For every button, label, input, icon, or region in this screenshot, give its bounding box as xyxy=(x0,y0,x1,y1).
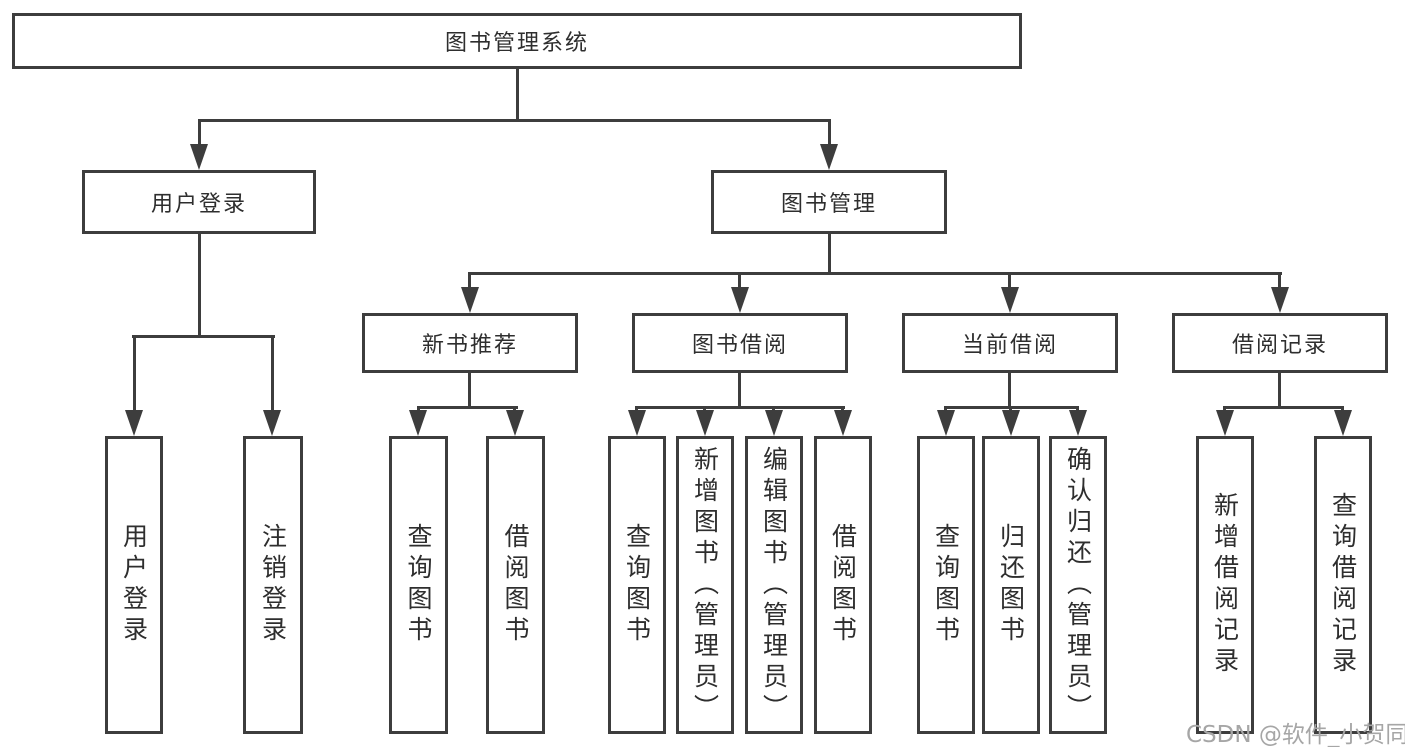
leaf-bookborrow-edit: 编辑图书（管理员） xyxy=(745,436,803,734)
leaf-current-confirm: 确认归还（管理员） xyxy=(1049,436,1107,734)
leaf-records-add-label: 新增借阅记录 xyxy=(1210,492,1240,678)
node-root-label: 图书管理系统 xyxy=(444,31,589,56)
connector-records-trunk xyxy=(1278,373,1281,408)
connector-root-bar xyxy=(198,119,831,122)
leaf-current-query-label: 查询图书 xyxy=(931,523,961,647)
connector-bookmgmt-stub xyxy=(738,272,741,290)
arrow-down-icon xyxy=(1001,287,1019,313)
connector-bookmgmt-stub xyxy=(1278,272,1281,290)
arrow-down-icon xyxy=(263,410,281,436)
leaf-current-return-label: 归还图书 xyxy=(996,523,1026,647)
arrow-down-icon xyxy=(731,287,749,313)
node-new-books-label: 新书推荐 xyxy=(421,333,518,358)
node-user-login-label: 用户登录 xyxy=(150,192,247,217)
leaf-current-confirm-label: 确认归还（管理员） xyxy=(1063,445,1093,725)
connector-currentborrow-trunk xyxy=(1008,373,1011,408)
leaf-records-query: 查询借阅记录 xyxy=(1314,436,1372,734)
arrow-down-icon xyxy=(190,144,208,170)
node-book-borrow-label: 图书借阅 xyxy=(691,333,788,358)
connector-newbooks-bar xyxy=(417,406,518,409)
arrow-down-icon xyxy=(1216,410,1234,436)
connector-newbooks-trunk xyxy=(468,373,471,408)
connector-bookborrow-bar xyxy=(636,406,845,409)
leaf-current-query: 查询图书 xyxy=(917,436,975,734)
leaf-logout: 注销登录 xyxy=(243,436,303,734)
node-user-login: 用户登录 xyxy=(82,170,316,234)
arrow-down-icon xyxy=(1271,287,1289,313)
leaf-user-login-label: 用户登录 xyxy=(119,523,149,647)
leaf-bookborrow-borrow: 借阅图书 xyxy=(814,436,872,734)
csdn-watermark: CSDN @软件_小贺同学 xyxy=(1186,722,1405,747)
node-current-borrow-label: 当前借阅 xyxy=(961,333,1058,358)
arrow-down-icon xyxy=(765,410,783,436)
node-borrow-records: 借阅记录 xyxy=(1172,313,1388,373)
node-book-borrow: 图书借阅 xyxy=(632,313,848,373)
connector-bookborrow-trunk xyxy=(738,373,741,408)
node-borrow-records-label: 借阅记录 xyxy=(1231,333,1328,358)
arrow-down-icon xyxy=(1069,410,1087,436)
leaf-records-add: 新增借阅记录 xyxy=(1196,436,1254,734)
node-book-mgmt: 图书管理 xyxy=(711,170,947,234)
leaf-bookborrow-add: 新增图书（管理员） xyxy=(676,436,734,734)
leaf-newbook-borrow-label: 借阅图书 xyxy=(501,523,530,647)
connector-userlogin-bar xyxy=(132,335,275,338)
arrow-down-icon xyxy=(506,410,524,436)
arrow-down-icon xyxy=(1334,410,1352,436)
connector-userlogin-stub xyxy=(271,335,274,413)
leaf-bookborrow-borrow-label: 借阅图书 xyxy=(828,523,858,647)
arrow-down-icon xyxy=(409,410,427,436)
connector-bookmgmt-trunk xyxy=(828,233,831,274)
leaf-user-login: 用户登录 xyxy=(105,436,163,734)
leaf-bookborrow-query-label: 查询图书 xyxy=(622,523,652,647)
connector-userlogin-stub xyxy=(133,335,136,413)
connector-root-left-stub xyxy=(198,119,201,147)
leaf-newbook-borrow: 借阅图书 xyxy=(486,436,545,734)
arrow-down-icon xyxy=(937,410,955,436)
arrow-down-icon xyxy=(125,410,143,436)
leaf-newbook-query-label: 查询图书 xyxy=(404,523,433,647)
arrow-down-icon xyxy=(696,410,714,436)
node-new-books: 新书推荐 xyxy=(362,313,578,373)
node-current-borrow: 当前借阅 xyxy=(902,313,1118,373)
node-root: 图书管理系统 xyxy=(12,13,1022,69)
connector-bookmgmt-stub xyxy=(1008,272,1011,290)
leaf-records-query-label: 查询借阅记录 xyxy=(1328,492,1358,678)
connector-userlogin-trunk xyxy=(198,233,201,337)
connector-root-right-stub xyxy=(828,119,831,147)
connector-currentborrow-bar xyxy=(945,406,1079,409)
leaf-bookborrow-query: 查询图书 xyxy=(608,436,666,734)
node-book-mgmt-label: 图书管理 xyxy=(780,192,877,217)
connector-bookmgmt-stub xyxy=(468,272,471,290)
leaf-logout-label: 注销登录 xyxy=(258,523,288,647)
arrow-down-icon xyxy=(628,410,646,436)
arrow-down-icon xyxy=(834,410,852,436)
arrow-down-icon xyxy=(820,144,838,170)
arrow-down-icon xyxy=(461,287,479,313)
leaf-newbook-query: 查询图书 xyxy=(389,436,448,734)
leaf-bookborrow-add-label: 新增图书（管理员） xyxy=(690,445,720,725)
arrow-down-icon xyxy=(1002,410,1020,436)
leaf-bookborrow-edit-label: 编辑图书（管理员） xyxy=(759,445,789,725)
connector-root-trunk xyxy=(516,68,519,121)
connector-bookmgmt-bar xyxy=(469,272,1282,275)
leaf-current-return: 归还图书 xyxy=(982,436,1040,734)
connector-records-bar xyxy=(1224,406,1344,409)
